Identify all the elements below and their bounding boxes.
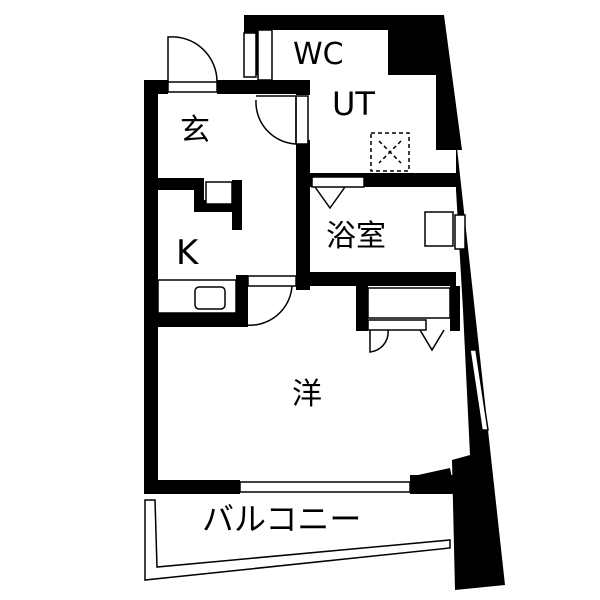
room-label-western-room: 洋	[292, 377, 322, 412]
room-label-bathroom: 浴室	[326, 219, 386, 254]
room-label-entrance: 玄	[180, 113, 210, 148]
room-label-balcony: バルコニー	[202, 500, 362, 538]
room-label-wc: WC	[293, 37, 344, 72]
room-label-kitchen: K	[176, 233, 199, 273]
room-label-utility: UT	[332, 85, 375, 123]
fixtures	[144, 29, 489, 581]
